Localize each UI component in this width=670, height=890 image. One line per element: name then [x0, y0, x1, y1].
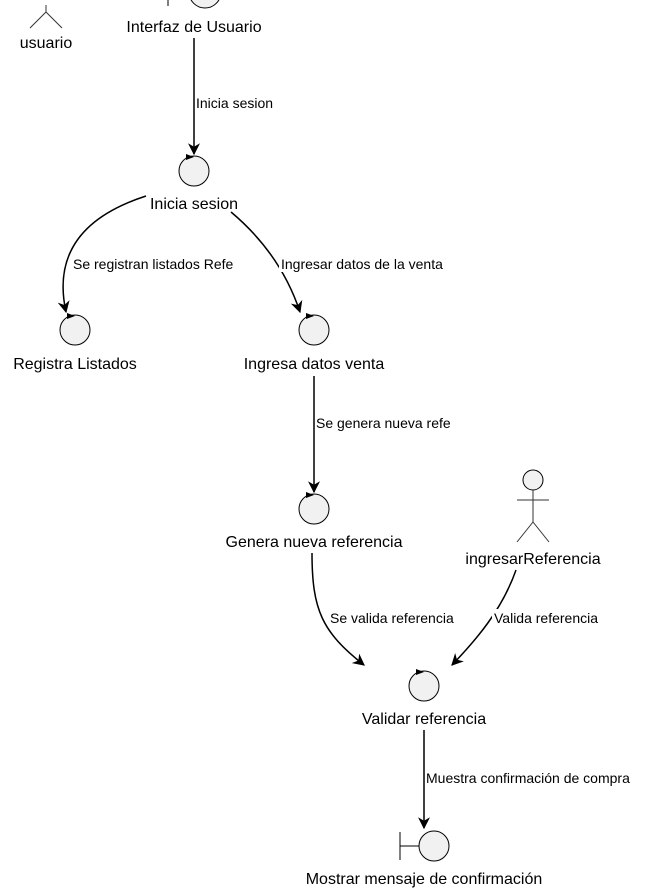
- edge-muestra-confirmacion: Muestra confirmación de compra: [418, 730, 663, 830]
- control-ingresa-datos-label: Ingresa datos venta: [244, 356, 385, 373]
- boundary-interfaz-label: Interfaz de Usuario: [126, 19, 261, 36]
- actor-ingresar-referencia: ingresarReferencia: [465, 469, 601, 568]
- boundary-mostrar-mensaje: Mostrar mensaje de confirmación: [306, 830, 543, 888]
- edge-se-valida-referencia-label: Se valida referencia: [330, 610, 454, 626]
- control-validar-referencia-label: Validar referencia: [362, 711, 486, 728]
- edge-valida-referencia-from-control: Se valida referencia: [311, 552, 471, 666]
- control-registra-listados-label: Registra Listados: [13, 356, 137, 373]
- control-validar-referencia: Validar referencia: [362, 669, 486, 728]
- boundary-mostrar-mensaje-label: Mostrar mensaje de confirmación: [306, 871, 543, 888]
- control-inicia-sesion-label: Inicia sesion: [150, 196, 238, 213]
- edge-ingresar-datos-venta: Ingresar datos de la venta: [230, 211, 469, 314]
- boundary-interfaz-de-usuario: Interfaz de Usuario: [126, 0, 262, 36]
- control-registra-listados: Registra Listados: [13, 313, 137, 373]
- control-ingresa-datos-venta: Ingresa datos venta: [244, 313, 385, 373]
- edge-inicia-sesion: Inicia sesion: [188, 38, 287, 156]
- edge-registran-listados: Se registran listados Refe: [57, 195, 263, 314]
- control-inicia-sesion: Inicia sesion: [150, 154, 238, 213]
- edge-valida-referencia-from-actor: Valida referencia: [451, 569, 616, 666]
- edge-ingresar-datos-label: Ingresar datos de la venta: [281, 256, 443, 272]
- control-genera-nueva-referencia: Genera nueva referencia: [226, 492, 403, 551]
- edge-valida-referencia-label: Valida referencia: [494, 610, 598, 626]
- edge-registran-listados-label: Se registran listados Refe: [73, 256, 234, 272]
- edge-genera-nueva-refe-label: Se genera nueva refe: [316, 415, 451, 431]
- edge-genera-nueva-refe: Se genera nueva refe: [308, 376, 467, 494]
- actor-usuario: usuario: [20, 5, 73, 52]
- edge-inicia-sesion-label: Inicia sesion: [196, 95, 273, 111]
- edge-muestra-confirmacion-label: Muestra confirmación de compra: [426, 770, 630, 786]
- actor-usuario-label: usuario: [20, 35, 73, 52]
- control-genera-referencia-label: Genera nueva referencia: [226, 534, 403, 551]
- actor-ingresar-referencia-label: ingresarReferencia: [465, 551, 600, 568]
